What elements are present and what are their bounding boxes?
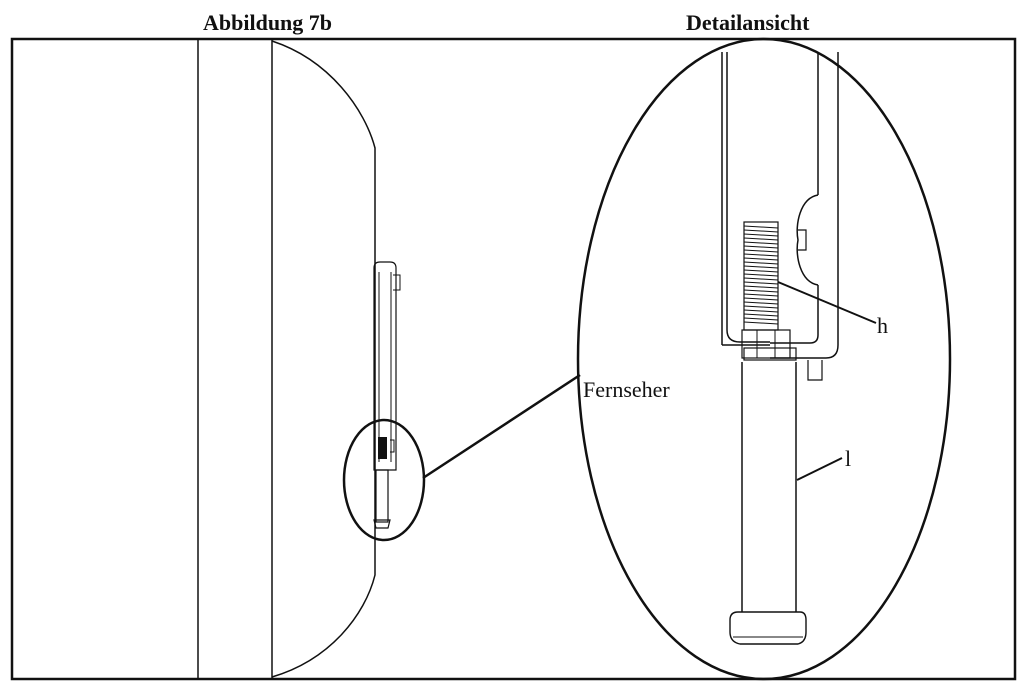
- drawing-frame: [10, 37, 1017, 681]
- detail-leader-line: [422, 373, 581, 480]
- detail-bracket: [721, 52, 839, 381]
- bracket-small: [373, 261, 401, 529]
- threaded-rod: [743, 221, 779, 331]
- detail-marker-circle: [342, 418, 426, 542]
- leader-h: [777, 281, 877, 324]
- detail-view-circle: [576, 37, 952, 681]
- figure-title: Abbildung 7b: [203, 10, 333, 35]
- label-tv: Fernseher: [583, 377, 670, 402]
- label-h: h: [877, 313, 888, 338]
- detail-view-title: Detailansicht: [686, 10, 810, 35]
- label-l: l: [845, 446, 851, 471]
- tv-side-profile: [197, 39, 376, 679]
- leader-l: [796, 457, 843, 481]
- spacer-bolt: [729, 362, 807, 645]
